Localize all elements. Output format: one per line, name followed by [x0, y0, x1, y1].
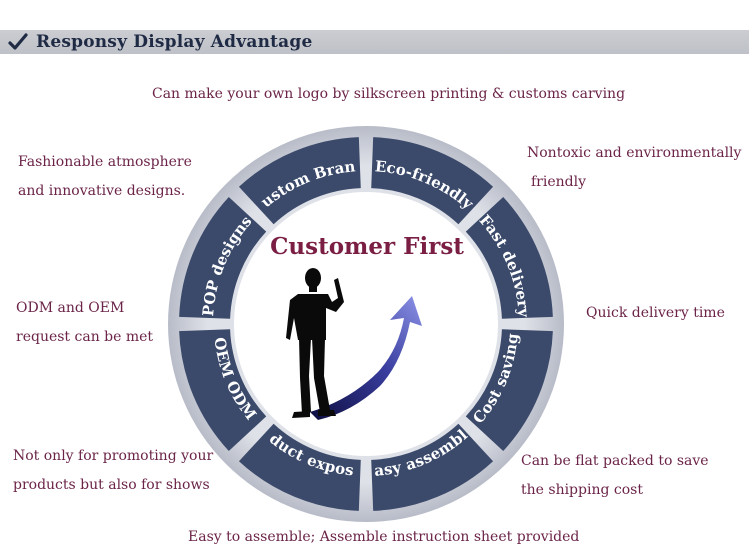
note-line: Can be flat packed to save — [521, 453, 709, 469]
wheel-segment — [179, 196, 267, 319]
wheel-segment — [371, 137, 494, 225]
section-header: Responsy Display Advantage — [0, 30, 749, 54]
note-cost-saving: Can be flat packed to save the shipping c… — [521, 447, 709, 505]
wheel-segment — [238, 423, 361, 511]
note-oem-odm: ODM and OEM request can be met — [16, 294, 153, 352]
inner-circle — [234, 192, 498, 456]
note-eco-friendly: Nontoxic and environmentally friendly — [527, 139, 741, 197]
note-line: Quick delivery time — [586, 305, 725, 321]
note-line: Not only for promoting your — [13, 448, 214, 464]
note-product-exposure: Not only for promoting your products but … — [13, 442, 213, 500]
note-line: Can make your own logo by silkscreen pri… — [152, 86, 626, 102]
note-line: Fashionable atmosphere — [18, 154, 192, 170]
note-custom-brand: Can make your own logo by silkscreen pri… — [152, 80, 625, 109]
note-line: ODM and OEM — [16, 300, 125, 316]
note-line: friendly — [531, 174, 587, 190]
note-line: Easy to assemble; Assemble instruction s… — [188, 529, 580, 545]
note-line: request can be met — [16, 329, 154, 345]
note-fast-delivery: Quick delivery time — [586, 299, 725, 328]
wheel-segment — [179, 329, 267, 452]
note-easy-assemble: Easy to assemble; Assemble instruction s… — [188, 523, 579, 552]
center-title: Customer First — [270, 233, 464, 260]
note-line: and innovative designs. — [18, 183, 186, 199]
businessman-arrow-icon — [286, 268, 422, 420]
note-line: products but also for shows — [13, 477, 210, 493]
note-line: the shipping cost — [521, 482, 643, 498]
wheel-segment — [371, 423, 494, 511]
note-line: Nontoxic and environmentally — [527, 145, 742, 161]
wheel-segment — [465, 329, 553, 452]
section-title: Responsy Display Advantage — [36, 32, 313, 52]
note-pop-designs: Fashionable atmosphere and innovative des… — [18, 148, 192, 206]
wheel-segment — [465, 196, 553, 319]
wheel-segment — [238, 137, 361, 225]
checkmark-icon — [8, 33, 28, 50]
